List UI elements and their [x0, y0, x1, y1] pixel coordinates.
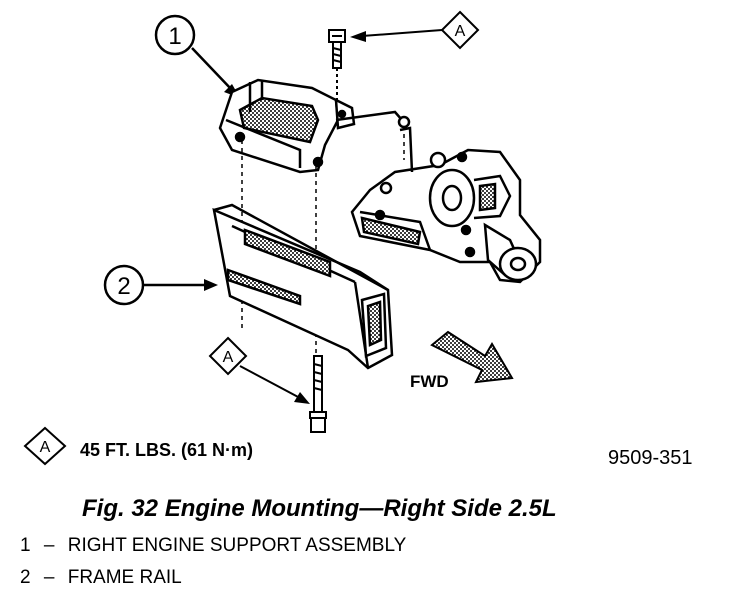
torque-badge-bottom-letter: A	[223, 349, 234, 366]
callout-1-number: 1	[168, 23, 181, 50]
legend-item: 2 – FRAME RAIL	[20, 565, 406, 597]
legend-number: 1	[20, 535, 31, 556]
legend-number: 2	[20, 567, 31, 588]
legend-text: RIGHT ENGINE SUPPORT ASSEMBLY	[67, 535, 407, 556]
torque-badge-top-letter: A	[455, 23, 466, 40]
legend-separator: –	[43, 567, 55, 588]
legend-item: 1 – RIGHT ENGINE SUPPORT ASSEMBLY	[20, 533, 406, 565]
engine-support-assembly	[218, 78, 403, 174]
engine-assembly	[350, 115, 542, 284]
callout-2: 2	[103, 264, 218, 306]
callout-2-number: 2	[117, 273, 130, 300]
forward-arrow-icon	[430, 330, 514, 384]
engine-mount-diagram: 1 A	[103, 10, 542, 433]
torque-legend-badge: A	[23, 426, 67, 466]
torque-badge-bottom: A	[208, 336, 310, 404]
figure-id: 9509-351	[608, 447, 693, 469]
legend-separator: –	[43, 535, 55, 556]
figure-caption: Fig. 32 Engine Mounting—Right Side 2.5L	[82, 495, 557, 522]
torque-legend-letter: A	[40, 439, 51, 456]
frame-rail	[212, 203, 394, 370]
legend-text: FRAME RAIL	[67, 567, 182, 588]
top-bolt	[328, 29, 346, 100]
torque-badge-top: A	[350, 10, 480, 50]
callout-1: 1	[154, 14, 240, 98]
parts-legend: 1 – RIGHT ENGINE SUPPORT ASSEMBLY 2 – FR…	[20, 533, 406, 597]
torque-spec: 45 FT. LBS. (61 N·m)	[80, 440, 254, 460]
bottom-bolt	[309, 355, 327, 433]
fwd-label: FWD	[410, 372, 449, 391]
